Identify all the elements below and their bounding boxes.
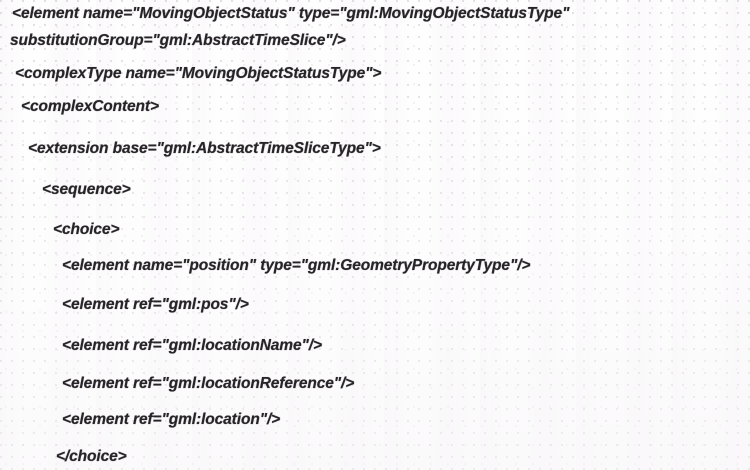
code-line: <element ref="gml:location"/> <box>62 411 281 428</box>
code-line: </choice> <box>56 448 127 465</box>
code-line: <element name="position" type="gml:Geome… <box>62 257 531 274</box>
code-line: <complexContent> <box>21 98 159 115</box>
code-line: <extension base="gml:AbstractTimeSliceTy… <box>28 140 381 157</box>
code-line: <choice> <box>53 221 120 238</box>
code-line: <sequence> <box>42 181 131 198</box>
code-line: substitutionGroup="gml:AbstractTimeSlice… <box>10 32 346 49</box>
code-line: <complexType name="MovingObjectStatusTyp… <box>15 65 382 82</box>
code-line: <element name="MovingObjectStatus" type=… <box>12 5 570 22</box>
code-line: <element ref="gml:locationName"/> <box>62 337 322 354</box>
code-line: <element ref="gml:locationReference"/> <box>62 375 355 392</box>
code-line: <element ref="gml:pos"/> <box>62 296 249 313</box>
